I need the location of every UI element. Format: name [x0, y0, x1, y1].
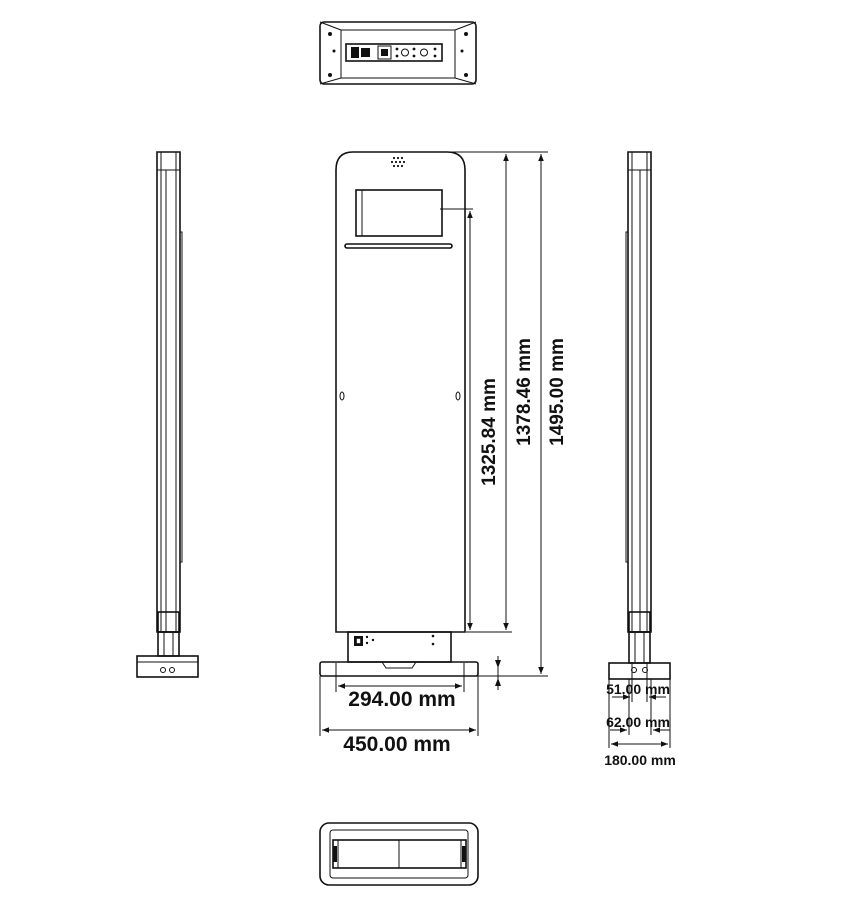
top-view	[319, 21, 477, 85]
front-view	[319, 151, 479, 677]
left-side-view	[136, 151, 199, 678]
dim-label-mid-height: 1378.46 mm	[514, 338, 535, 446]
dim-label-inner-height: 1325.84 mm	[479, 378, 500, 486]
dim-label-total-width: 450.00 mm	[343, 733, 450, 756]
dim-label-total-height: 1495.00 mm	[547, 338, 568, 446]
dimension-lines	[319, 151, 671, 748]
right-side-view	[608, 151, 671, 680]
dim-label-side-small: 51.00 mm	[606, 681, 670, 697]
dim-label-side-base: 180.00 mm	[604, 752, 676, 768]
speaker-grille	[390, 156, 406, 168]
bottom-view	[319, 822, 479, 886]
dim-label-side-mid: 62.00 mm	[606, 714, 670, 730]
dim-label-inner-width: 294.00 mm	[348, 688, 455, 711]
